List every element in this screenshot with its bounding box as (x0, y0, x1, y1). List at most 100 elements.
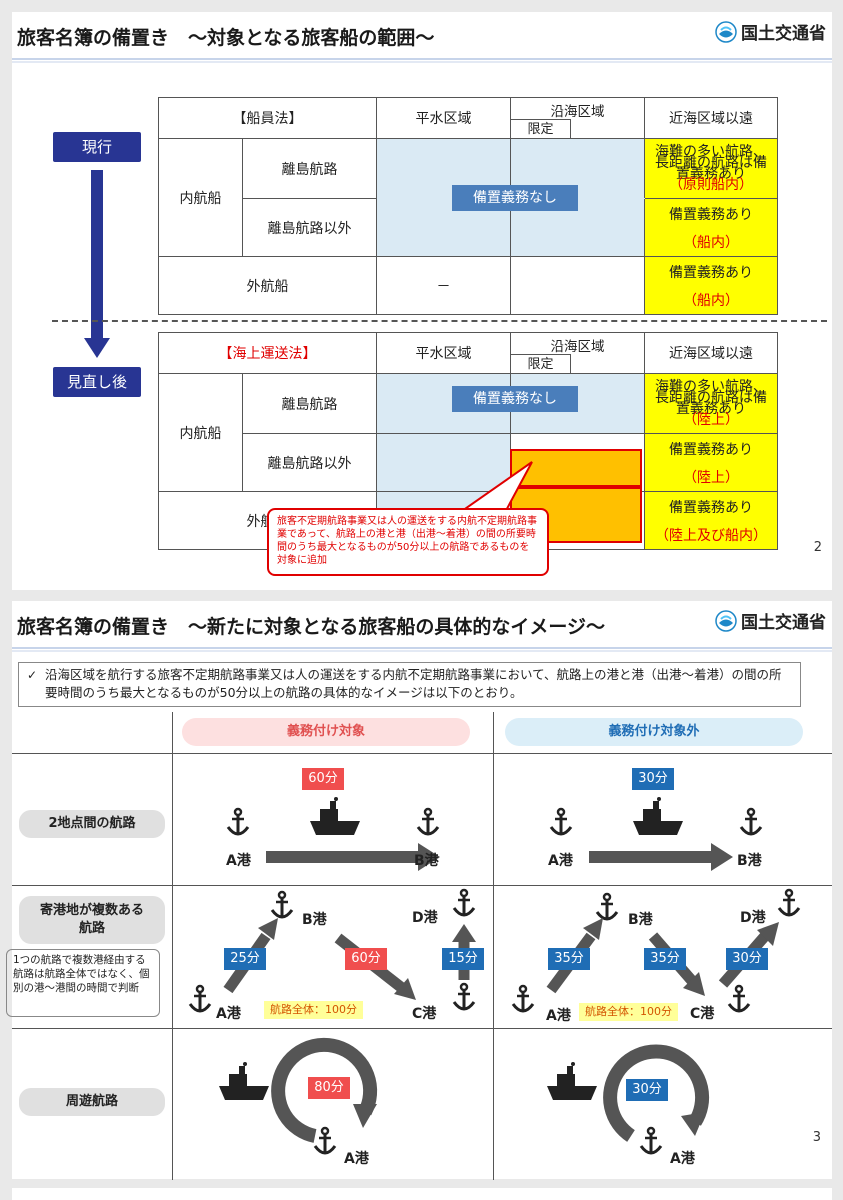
port-a: A港 (670, 1151, 695, 1167)
cell-duty: 備置義務あり（陸上） (644, 433, 778, 492)
port-a: A港 (216, 1006, 241, 1022)
time-tag: 30分 (726, 948, 768, 970)
anchor-icon (452, 982, 476, 1011)
total-label: 航路全体：100分 (264, 1001, 363, 1019)
route-loop-target (219, 1037, 378, 1155)
row-ritou: 離島航路 (242, 138, 377, 199)
col-target: 義務付け対象 (182, 718, 470, 746)
row-naiko: 内航船 (158, 373, 243, 492)
cell-duty: 備置義務あり（船内） (644, 198, 778, 257)
time-tag: 80分 (308, 1077, 350, 1099)
ship-icon (547, 1062, 597, 1100)
anchor-icon (416, 807, 440, 836)
ship-icon (633, 797, 683, 835)
side-note: 1つの航路で複数港経由する航路は航路全体ではなく、個別の港～港間の時間で判断 (6, 949, 160, 1017)
slide-title: 旅客名簿の備置き ～対象となる旅客船の範囲～ (17, 27, 435, 49)
cell-dash: － (376, 256, 511, 315)
port-b: B港 (737, 853, 762, 869)
anchor-icon (452, 888, 476, 917)
row-2point: 2地点間の航路 (19, 810, 165, 838)
row-ritou: 離島航路 (242, 373, 377, 434)
col-engan: 沿海区域限定 (510, 332, 645, 374)
check-icon: ✓ (27, 668, 38, 682)
slide-3: 旅客名簿の備置き ～新たに対象となる旅客船の具体的なイメージ～ 国土交通省 (12, 601, 832, 1179)
port-b: B港 (628, 912, 653, 928)
anchor-icon (739, 807, 763, 836)
route-loop-nontarget (547, 1044, 710, 1155)
anchor-icon (639, 1126, 663, 1155)
no-duty-box: 備置義務なし (452, 386, 578, 412)
no-duty-box: 備置義務なし (452, 185, 578, 211)
col-heisui: 平水区域 (376, 332, 511, 374)
route-2point-target (226, 797, 440, 871)
col-kinkai: 近海区域以遠 (644, 97, 778, 139)
time-tag: 30分 (626, 1079, 668, 1101)
page-number: 2 (813, 540, 822, 555)
anchor-icon (270, 890, 294, 919)
mlit-logo: 国土交通省 (715, 19, 826, 44)
port-d: D港 (412, 910, 438, 926)
anchor-icon (777, 888, 801, 917)
row-gaiko: 外航船 (158, 256, 377, 315)
anchor-icon (226, 807, 250, 836)
anchor-icon (727, 984, 751, 1013)
port-a: A港 (548, 853, 573, 869)
col-heisui: 平水区域 (376, 97, 511, 139)
anchor-icon (188, 984, 212, 1013)
highlight-engan-naiko (510, 449, 642, 487)
logo-text: 国土交通省 (741, 613, 826, 633)
port-a: A港 (344, 1151, 369, 1167)
label-current: 現行 (53, 132, 141, 162)
time-tag: 25分 (224, 948, 266, 970)
mlit-logo-icon (715, 20, 737, 43)
port-b: B港 (302, 912, 327, 928)
cell-duty-gaiko: 備置義務あり（陸上及び船内） (644, 491, 778, 550)
cell-kinkai-ritou: 海難の多い航路、長距離の航路は備置義務あり（原則船内） (644, 138, 778, 199)
anchor-icon (549, 807, 573, 836)
row-ritou-igai: 離島航路以外 (242, 433, 377, 492)
law-label: 【海上運送法】 (158, 332, 377, 374)
col-nontarget: 義務付け対象外 (505, 718, 803, 746)
ship-icon (310, 797, 360, 835)
ship-icon (219, 1062, 269, 1100)
law-label: 【船員法】 (158, 97, 377, 139)
down-arrow-icon (84, 170, 110, 358)
slide-2: 旅客名簿の備置き ～対象となる旅客船の範囲～ 国土交通省 【船員法】 平水区域 … (12, 12, 832, 590)
next-slide (12, 1188, 832, 1200)
callout-note: 旅客不定期航路事業又は人の運送をする内航不定期航路事業であって、航路上の港と港（… (267, 508, 549, 576)
port-c: C港 (690, 1006, 715, 1022)
port-a: A港 (226, 853, 251, 869)
note-box: ✓ 沿海区域を航行する旅客不定期航路事業又は人の運送をする内航不定期航路事業にお… (18, 662, 801, 707)
port-b: B港 (414, 853, 439, 869)
total-label: 航路全体：100分 (579, 1003, 678, 1021)
row-naiko: 内航船 (158, 138, 243, 257)
row-multi: 寄港地が複数ある航路 (19, 896, 165, 944)
anchor-icon (595, 892, 619, 921)
cell-duty-gaiko: 備置義務あり（船内） (644, 256, 778, 315)
header-rule (12, 647, 832, 652)
row-shuyu: 周遊航路 (19, 1088, 165, 1116)
time-tag: 15分 (442, 948, 484, 970)
anchor-icon (313, 1126, 337, 1155)
logo-text: 国土交通省 (741, 24, 826, 44)
col-kinkai: 近海区域以遠 (644, 332, 778, 374)
mlit-logo-icon (715, 609, 737, 632)
time-tag: 35分 (644, 948, 686, 970)
row-ritou-igai: 離島航路以外 (242, 198, 377, 257)
mlit-logo: 国土交通省 (715, 608, 826, 633)
anchor-icon (511, 984, 535, 1013)
page-number: 3 (812, 1130, 821, 1145)
col-engan: 沿海区域限定 (510, 97, 645, 139)
label-after: 見直し後 (53, 367, 141, 397)
route-2point-nontarget (549, 797, 763, 871)
time-tag: 35分 (548, 948, 590, 970)
time-tag: 60分 (345, 948, 387, 970)
port-c: C港 (412, 1006, 437, 1022)
time-tag: 60分 (302, 768, 344, 790)
port-d: D港 (740, 910, 766, 926)
divider (52, 320, 827, 322)
port-a: A港 (546, 1008, 571, 1024)
time-tag: 30分 (632, 768, 674, 790)
slide-title: 旅客名簿の備置き ～新たに対象となる旅客船の具体的なイメージ～ (17, 616, 606, 638)
cell-kinkai-ritou: 海難の多い航路、長距離の航路は備置義務あり（陸上） (644, 373, 778, 434)
